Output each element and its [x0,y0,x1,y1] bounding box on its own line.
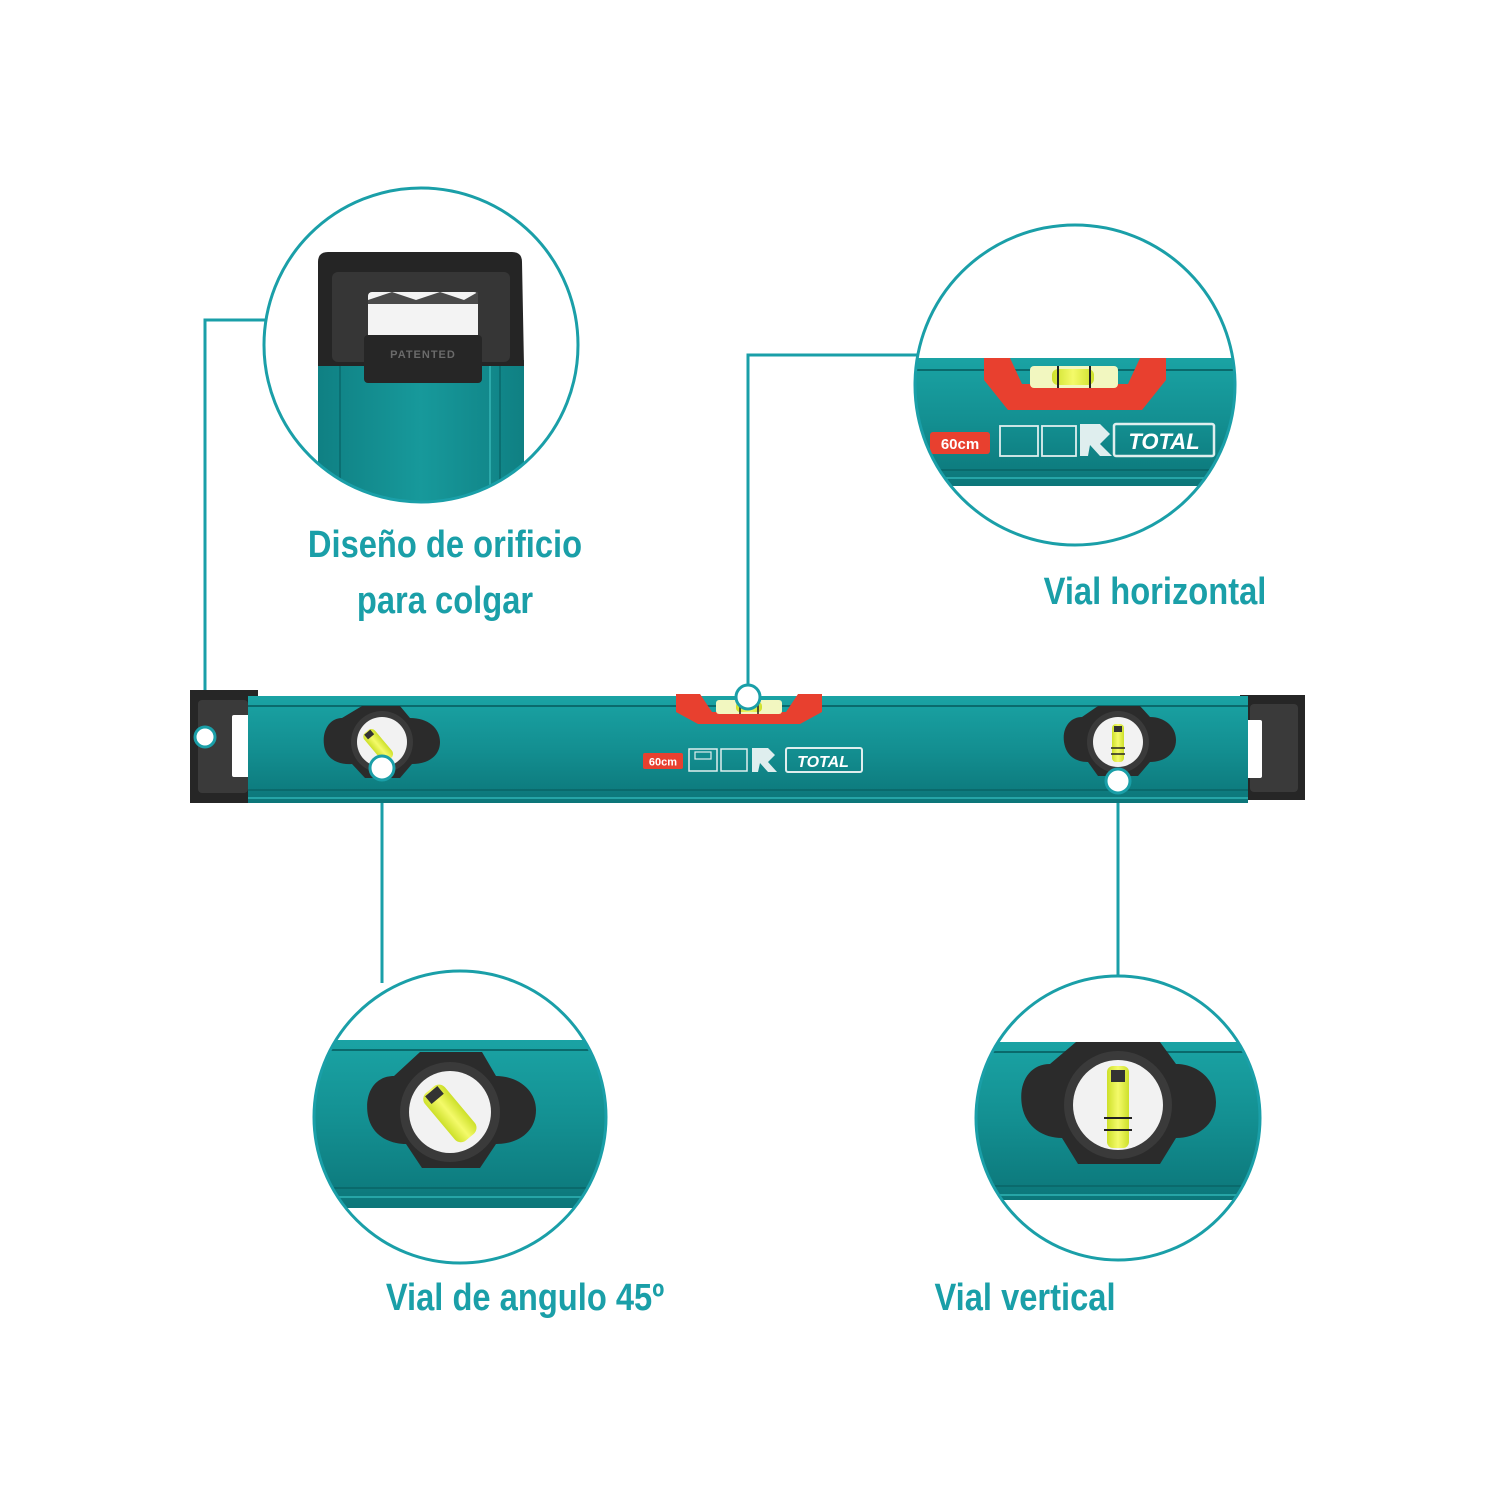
magnifier-horizontal-vial: 60cm TOTAL [913,223,1237,547]
vertical-vial [1063,706,1176,776]
hanging-hole-label-line1: Diseño de orificio [307,524,583,566]
length-badge [643,753,683,769]
connector-horizontal [746,353,917,697]
magnet-spec-icon [720,748,748,772]
length-badge-text: 60cm [649,757,677,769]
connector-dot-icon [734,683,762,711]
patent-mark-text: PATENTED [390,349,456,361]
r-logo-icon [752,748,777,772]
brand-logo-text: TOTAL [797,754,849,771]
hanging-hole-label-line2: para colgar [356,580,534,622]
angle45-vial [323,706,440,778]
horizontal-vial-label: Vial horizontal [1043,571,1267,613]
angle45-vial-label: Vial de angulo 45º [385,1277,665,1319]
length-badge-closeup-text: 60cm [941,436,979,453]
magnifier-vertical-vial [974,974,1262,1262]
accuracy-spec-icon [688,748,718,772]
connector-hanging-hole [203,318,268,737]
connector-dot-icon [368,754,396,782]
hang-hole-closeup [368,292,478,344]
horizontal-vial-housing [676,694,822,724]
vertical-vial-label: Vial vertical [934,1277,1116,1319]
connector-dot-icon [193,725,217,749]
magnifier-angle45-vial [312,969,608,1265]
magnifier-hanging-hole: PATENTED [262,186,580,504]
connector-dots [193,683,1132,795]
brand-logo-plate [785,747,863,773]
connector-lines [203,318,1120,983]
connector-dot-icon [1104,767,1132,795]
brand-logo-closeup-text: TOTAL [1128,429,1199,454]
